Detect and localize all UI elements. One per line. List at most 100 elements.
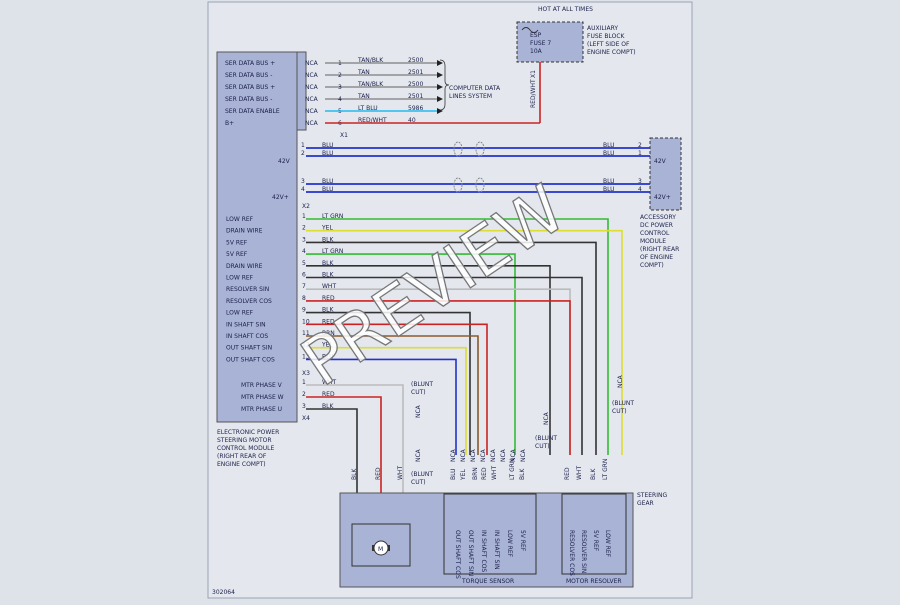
x4-wire: [306, 408, 358, 524]
motor-resolver-pin: RESOLVER COS: [568, 530, 575, 576]
vertical-wire-label: WHT: [397, 466, 404, 480]
x3-wire-color: RED: [322, 295, 335, 302]
computer-data-brace-icon: [439, 59, 450, 111]
x3-wire: [306, 346, 467, 455]
x3-pin-number: 12: [302, 342, 310, 349]
vertical-wire-label: WHT: [576, 466, 583, 480]
x3-pin-name: LOW REF: [226, 310, 254, 317]
torque-sensor-box: [443, 493, 537, 575]
accessory-label-3: CONTROL: [640, 230, 670, 237]
power-wire-pin-left: 4: [301, 186, 305, 193]
x3-wire-color: YEL: [321, 342, 333, 349]
vertical-wire-label: LT GRN: [509, 459, 516, 480]
arrow-icon: [437, 84, 443, 90]
x1-wire-color: TAN: [357, 93, 370, 100]
x4-pin-number: 3: [302, 403, 306, 410]
vertical-wire-label: BLK: [351, 468, 358, 480]
power-wire-color-left: BLU: [322, 150, 334, 157]
torque-sensor-pin: IN SHAFT SIN: [493, 530, 500, 570]
power-wire-pin-left: 3: [301, 178, 305, 185]
nca-label: NCA: [543, 411, 550, 425]
x3-pin-number: 2: [302, 225, 306, 232]
x3-wire: [306, 311, 471, 455]
accessory-label-2: DC POWER: [640, 222, 673, 229]
x1-pin-nca: NCA: [305, 84, 319, 91]
x3-pin-name: 5V REF: [226, 251, 248, 258]
x3-wire-color: BLK: [322, 236, 334, 243]
x3-wire-color: WHT: [322, 283, 336, 290]
eps-module-box: [216, 51, 298, 423]
steering-gear-label-1: STEERING: [637, 492, 667, 499]
x3-pin-name: RESOLVER SIN: [226, 286, 269, 293]
power-wire-pin-right: 3: [638, 178, 642, 185]
x1-pin-name: SER DATA ENABLE: [225, 108, 280, 115]
power-wire-color-right: BLU: [603, 186, 615, 193]
x3-pin-number: 9: [302, 307, 306, 314]
x3-pin-name: DRAIN WIRE: [226, 263, 263, 270]
x1-wire-circuit: 2501: [408, 69, 423, 76]
nca-label: NCA: [415, 404, 422, 418]
power-wire-color-left: BLU: [322, 142, 334, 149]
ecm-label-2: STEERING MOTOR: [217, 437, 272, 444]
x1-pin-nca: NCA: [305, 120, 319, 127]
accessory-label-5: (RIGHT REAR: [640, 246, 679, 253]
nca-label: NCA: [490, 448, 497, 462]
power-wire-color-left: BLU: [322, 186, 334, 193]
x4-wire-color: RED: [322, 391, 335, 398]
x1-wire-color: RED/WHT: [358, 117, 387, 124]
x3-pin-number: 5: [302, 260, 306, 267]
accessory-label: ACCESSORY DC POWER CONTROL MODULE (RIGHT…: [640, 214, 679, 269]
x1-connector-label: X1: [340, 132, 348, 139]
nca-label: NCA: [500, 448, 507, 462]
x3-pin-number: 8: [302, 295, 306, 302]
x1-pin-nca: NCA: [305, 108, 319, 115]
v42-top-left: 42V: [278, 158, 291, 165]
x3-pin-name: DRAIN WIRE: [226, 228, 263, 235]
x3-pin-number: 11: [302, 330, 310, 337]
x3-pin-number: 1: [302, 213, 306, 220]
x3-pin-name: OUT SHAFT COS: [226, 356, 275, 363]
x1-pin-nca: NCA: [305, 96, 319, 103]
x3-pin-name: 5V REF: [226, 239, 248, 246]
steering-gear-label-2: GEAR: [637, 500, 654, 507]
x3-wire: [306, 300, 571, 455]
blunt-cut-1b: CUT): [411, 389, 426, 396]
x1-pin-nca: NCA: [305, 72, 319, 79]
motor-resolver-pin: 5V REF: [592, 530, 599, 552]
motor-icon: [372, 540, 390, 556]
motor-frame: [351, 523, 411, 567]
aux-fuse-block-line-1: AUXILIARY: [587, 25, 618, 32]
motor-resolver-pin: RESOLVER SIN: [580, 530, 587, 573]
fuse-wire-label: RED/WHT: [530, 79, 537, 108]
x3-pin-name: IN SHAFT SIN: [226, 321, 266, 328]
x3-pin-number: 13: [302, 353, 310, 360]
diagram-id: 302064: [212, 589, 235, 596]
aux-fuse-block-line-4: ENGINE COMPT): [587, 49, 636, 56]
vertical-wire-label: BLU: [450, 468, 457, 480]
x3-connector-label: X3: [302, 370, 310, 377]
power-wire-color-right: BLU: [603, 150, 615, 157]
nca-label: NCA: [470, 448, 477, 462]
blunt-cut-2a: (BLUNT: [411, 471, 433, 478]
x3-wire: [306, 229, 623, 455]
x3-wire-color: BLU: [322, 353, 334, 360]
vertical-wire-label: RED: [564, 467, 571, 480]
power-wire-pin-left: 2: [301, 150, 305, 157]
x3-wire: [306, 253, 516, 455]
x4-pin-name: MTR PHASE V: [241, 382, 283, 389]
hot-at-all-times: HOT AT ALL TIMES: [538, 6, 593, 13]
x3-wire: [306, 323, 488, 455]
x4-pin-name: MTR PHASE W: [241, 394, 284, 401]
accessory-label-4: MODULE: [640, 238, 666, 245]
x4-wire-color: BLK: [322, 403, 334, 410]
x1-pin-number: 4: [338, 96, 342, 103]
arrow-icon: [437, 60, 443, 66]
accessory-label-1: ACCESSORY: [640, 214, 676, 221]
vertical-wire-label: YEL: [460, 469, 467, 481]
fuse-amps: 10A: [530, 48, 543, 55]
torque-sensor-pin: 5V REF: [519, 530, 526, 552]
x4-pin-number: 2: [302, 391, 306, 398]
fuse-wire-connector: X1: [530, 70, 537, 78]
